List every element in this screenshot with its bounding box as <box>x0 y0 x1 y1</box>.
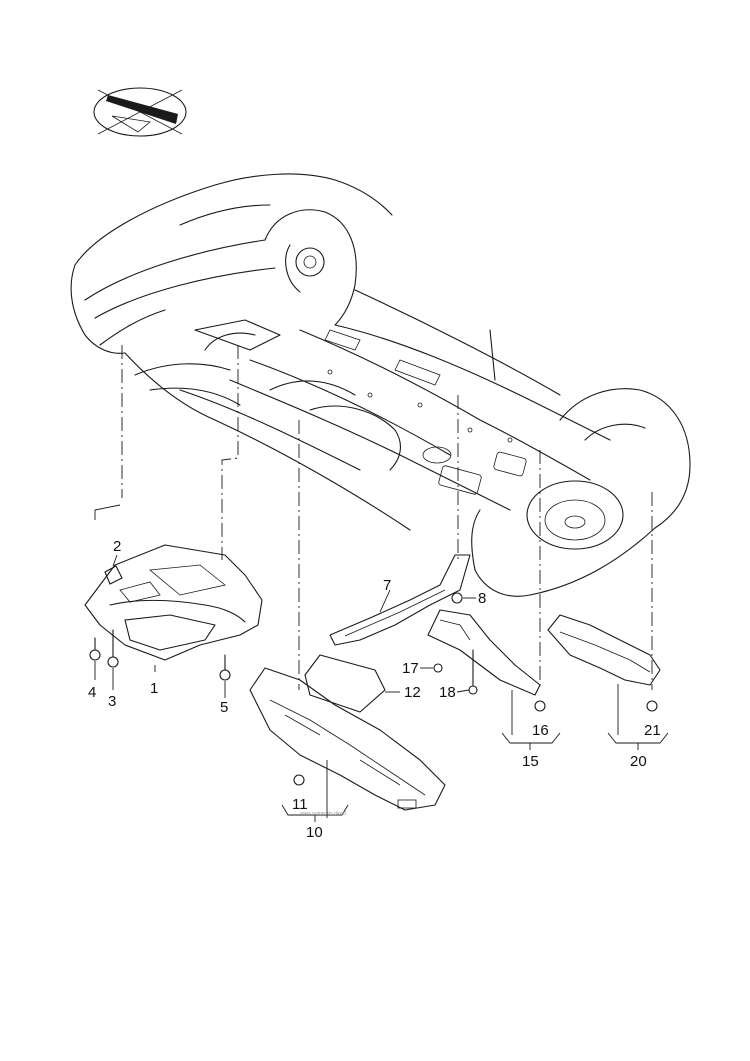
part-1-engine-guard <box>84 544 263 672</box>
part-5-screw <box>219 654 231 698</box>
vehicle-underbody <box>70 173 691 597</box>
vehicle-direction-icon <box>93 87 187 137</box>
watermark: www.autoparts.direct <box>300 811 347 817</box>
assembly-leader-lines <box>121 345 653 690</box>
callout-16: 16 <box>532 722 549 739</box>
group-bracket-15 <box>501 732 561 750</box>
callout-11: 11 <box>292 796 308 813</box>
part-4-screw <box>89 637 101 680</box>
part-21-nut <box>646 700 658 712</box>
part-18-screw <box>468 649 478 695</box>
part-10-tunnel-shield <box>249 667 446 818</box>
group-bracket-1 <box>94 504 121 520</box>
group-bracket-10 <box>281 804 349 822</box>
callout-15: 15 <box>522 753 539 770</box>
part-8-nut <box>451 592 476 604</box>
group-bracket-20 <box>607 732 669 750</box>
callout-18: 18 <box>439 684 456 701</box>
part-3-screw <box>107 629 119 690</box>
part-2-clip <box>104 554 123 585</box>
part-15-bracket-shield <box>427 609 541 735</box>
part-17-nut <box>433 663 443 673</box>
part-12-cover <box>304 654 400 713</box>
callout-2: 2 <box>113 538 121 555</box>
callout-10: 10 <box>306 824 323 841</box>
callout-17: 17 <box>402 660 419 677</box>
part-11-nut <box>293 774 305 786</box>
callout-3: 3 <box>108 693 116 710</box>
callout-1: 1 <box>150 680 158 697</box>
callout-20: 20 <box>630 753 647 770</box>
part-20-rear-shield <box>547 614 661 735</box>
callout-7: 7 <box>383 577 391 594</box>
callout-21: 21 <box>644 722 661 739</box>
callout-8: 8 <box>478 590 486 607</box>
callout-12: 12 <box>404 684 421 701</box>
callout-5: 5 <box>220 699 228 716</box>
part-16-nut <box>534 700 546 712</box>
callout-4: 4 <box>88 684 96 701</box>
part-7-heat-shield <box>329 554 471 646</box>
